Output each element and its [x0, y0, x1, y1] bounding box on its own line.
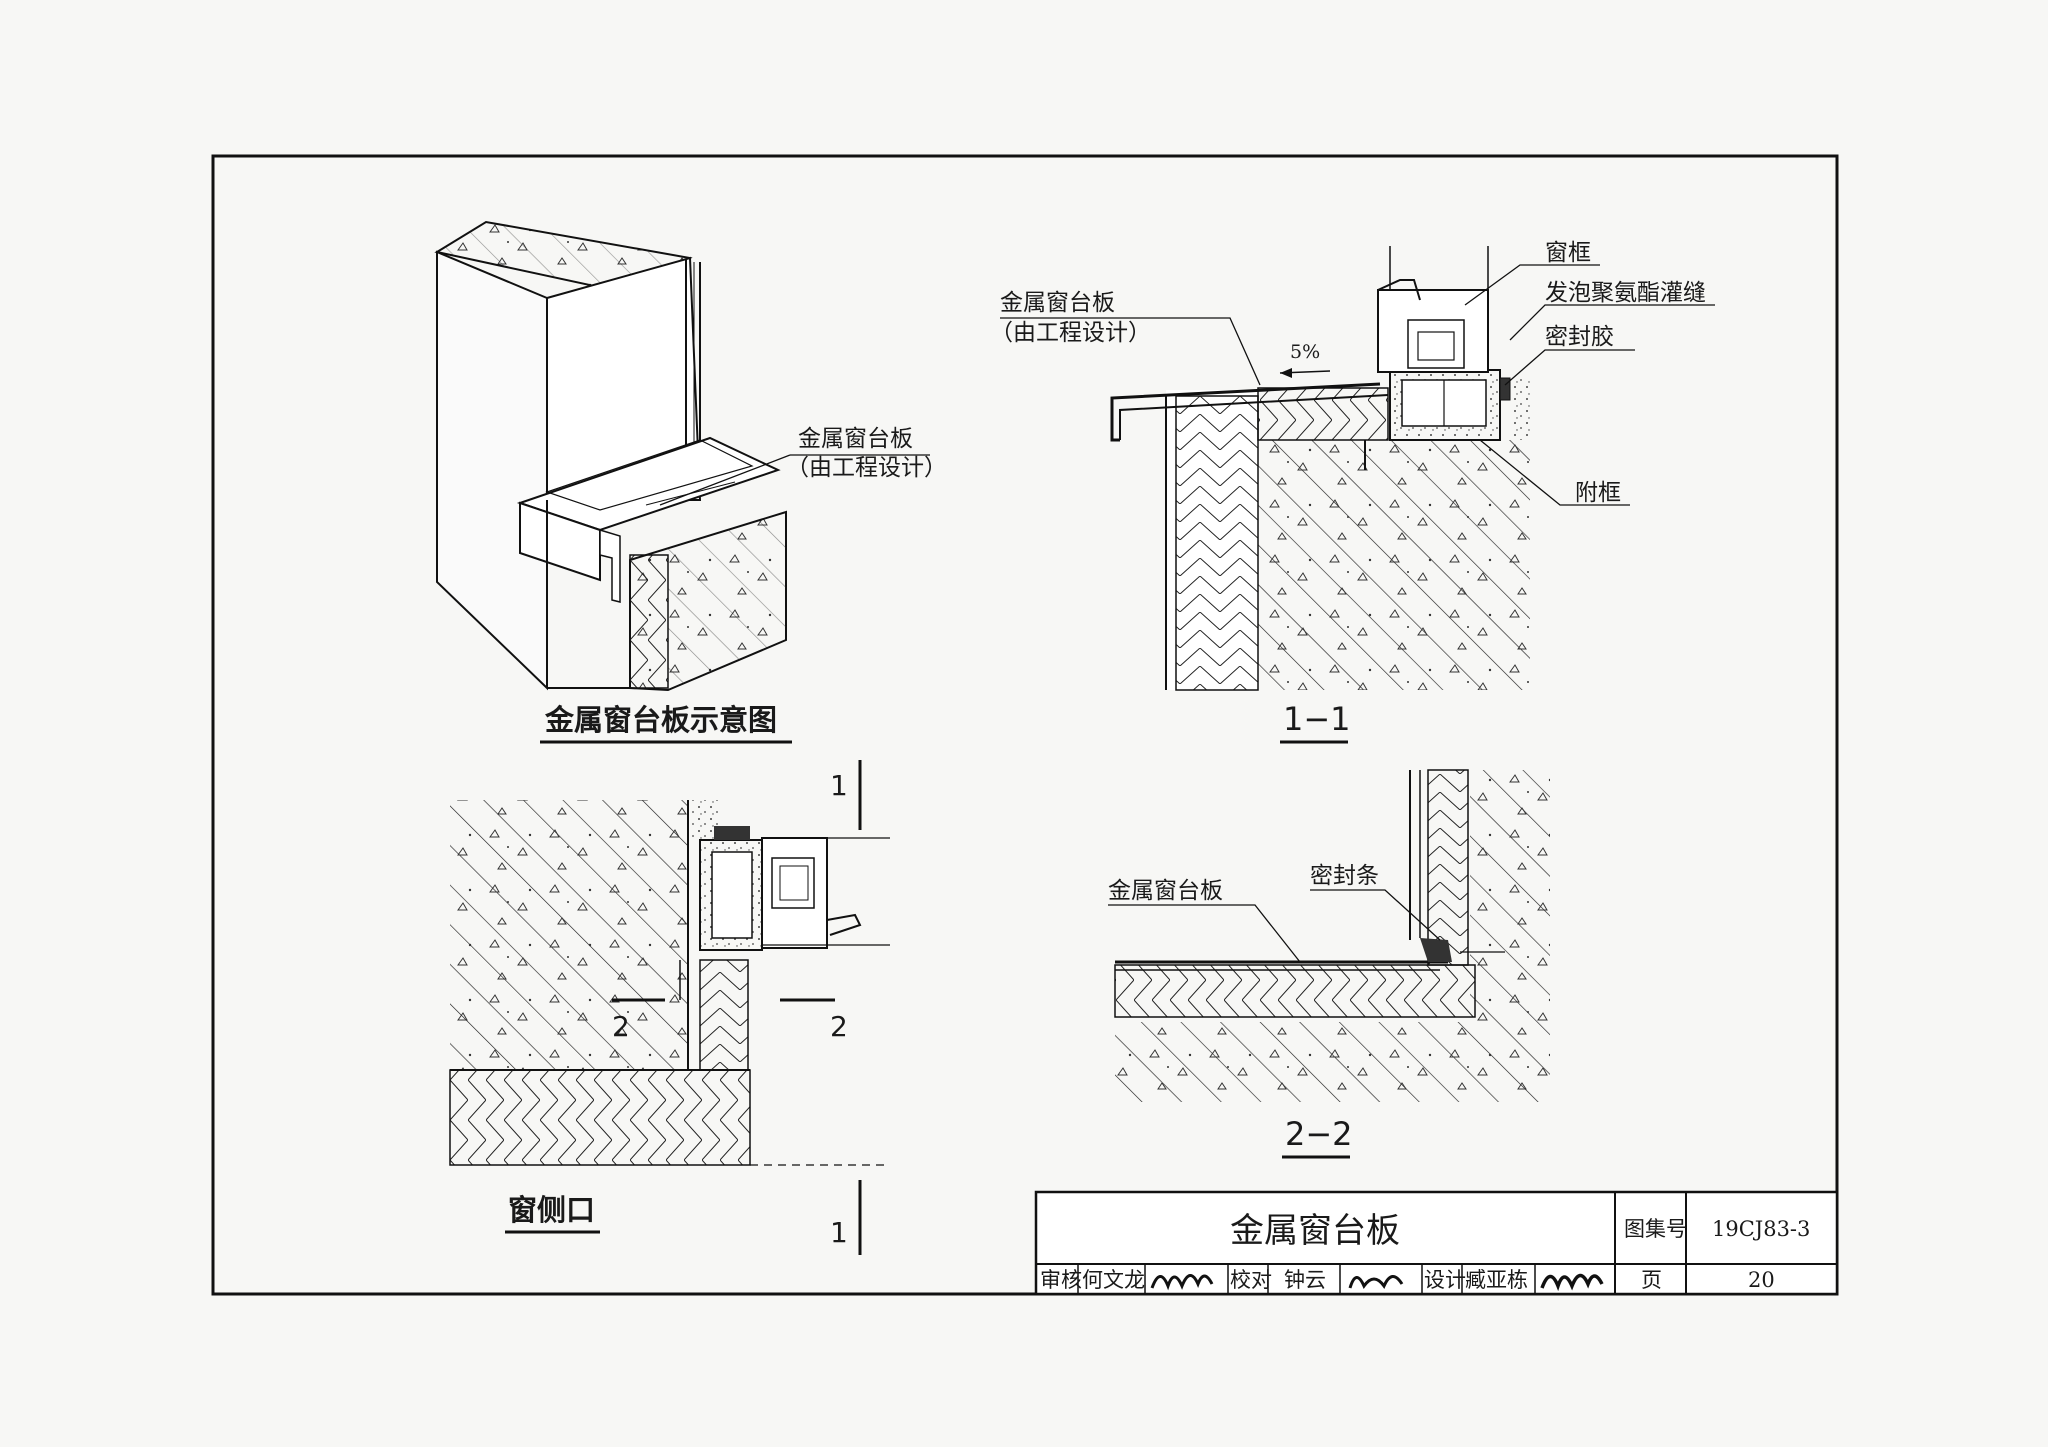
s11-label-subframe: 附框 [1575, 480, 1621, 506]
title-block-review-label: 审核 [1040, 1268, 1082, 1292]
checker-signature [1348, 1275, 1404, 1290]
title-block [1034, 1190, 1839, 1296]
designer-signature [1540, 1273, 1604, 1292]
side-cut-1-top: 1 [830, 769, 848, 802]
title-block-checker: 钟云 [1284, 1268, 1326, 1292]
side-view-title: 窗侧口 [508, 1193, 595, 1227]
iso-label-design: （由工程设计） [786, 455, 947, 481]
title-block-reviewer: 何文龙 [1082, 1268, 1145, 1292]
title-block-check-label: 校对 [1230, 1268, 1272, 1292]
side-cut-2-left: 2 [612, 1010, 630, 1043]
s22-label-board: 金属窗台板 [1108, 878, 1223, 904]
section-1-1 [1000, 246, 1715, 691]
s11-label-design: （由工程设计） [990, 320, 1151, 346]
s22-title: 2−2 [1285, 1115, 1353, 1153]
section-2-2 [1108, 769, 1550, 1102]
title-block-page-label: 页 [1641, 1268, 1662, 1292]
title-block-page-no: 20 [1748, 1268, 1775, 1292]
s11-label-sealant: 密封胶 [1545, 324, 1614, 350]
sheet-border [211, 154, 1839, 1296]
s11-label-frame: 窗框 [1545, 240, 1591, 266]
title-block-atlas-label: 图集号 [1624, 1217, 1687, 1241]
side-cut-2-right: 2 [830, 1010, 848, 1043]
window-side-view [449, 760, 890, 1255]
title-block-drawing-title: 金属窗台板 [1230, 1211, 1400, 1251]
s11-label-foam: 发泡聚氨酯灌缝 [1545, 280, 1706, 306]
s11-title: 1−1 [1283, 700, 1351, 738]
iso-label-board: 金属窗台板 [798, 426, 913, 452]
isometric-view [434, 220, 930, 692]
title-block-designer: 臧亚栋 [1465, 1268, 1528, 1292]
iso-view-title: 金属窗台板示意图 [544, 703, 777, 737]
s11-label-board: 金属窗台板 [1000, 290, 1115, 316]
title-block-atlas-no: 19CJ83-3 [1712, 1217, 1810, 1241]
title-block-design-label: 设计 [1424, 1268, 1466, 1292]
side-cut-1-bottom: 1 [830, 1216, 848, 1249]
s11-slope: 5% [1290, 341, 1320, 363]
reviewer-signature [1150, 1274, 1214, 1291]
s22-label-strip: 密封条 [1310, 863, 1379, 889]
